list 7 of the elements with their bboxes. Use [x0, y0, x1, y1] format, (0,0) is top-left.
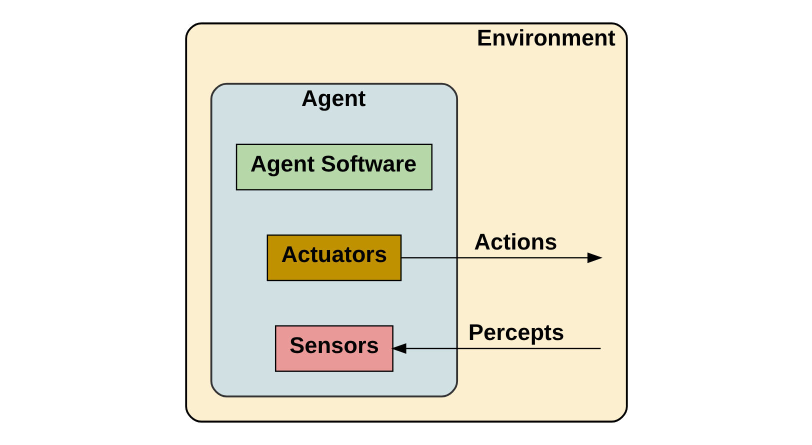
edge-label: Percepts — [468, 319, 564, 346]
node-box: Sensors — [274, 325, 393, 372]
edge-label: Actions — [474, 228, 557, 254]
node-box: Agent Software — [235, 144, 432, 190]
arrow — [390, 343, 600, 354]
node-box: Actuators — [266, 234, 402, 282]
arrow — [400, 252, 602, 264]
